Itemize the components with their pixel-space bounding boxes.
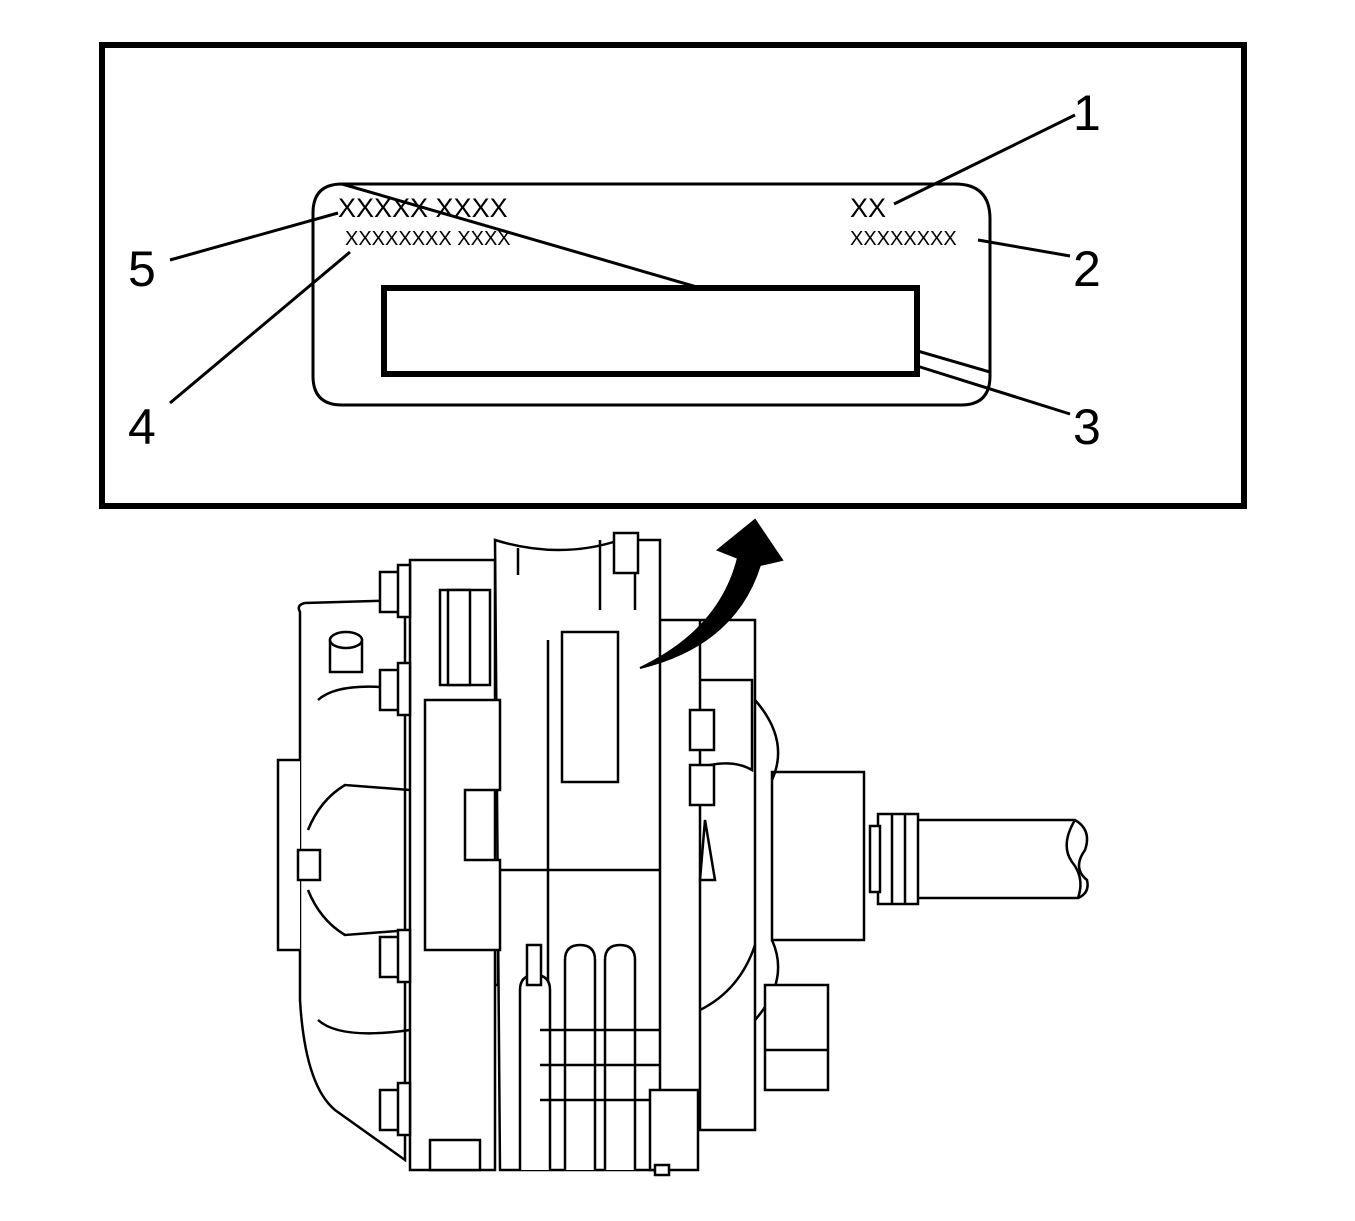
leader-line-4 [169,250,351,405]
leader-line-2 [977,238,1071,258]
leader-line-1 [893,113,1076,206]
label-plate [311,182,992,407]
inset-frame [99,42,1247,509]
callout-2: 2 [1073,241,1101,297]
label-line2-left: XXXXXXXX XXXX [345,228,511,250]
label-location [560,630,620,784]
label-line1-left: XXXXX XXXX [338,193,508,223]
callout-1: 1 [1073,85,1101,141]
label-line1-right: XX [850,193,886,223]
barcode-box [381,285,920,377]
callout-3: 3 [1073,399,1101,455]
leader-line-3 [916,364,1071,416]
curved-arrow-icon [639,518,784,669]
generator-drawing [276,531,1089,1177]
callout-4: 4 [128,399,156,455]
callout-5: 5 [128,241,156,297]
label-line2-right: XXXXXXXX [850,228,957,250]
leader-line-5 [169,211,339,262]
